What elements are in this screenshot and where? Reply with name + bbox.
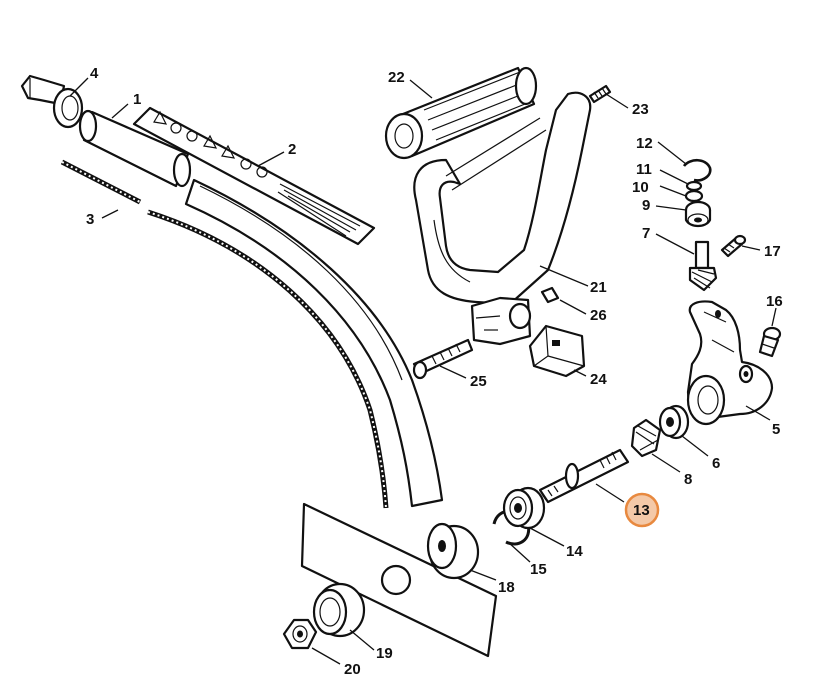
part-1-tube[interactable] <box>78 109 192 188</box>
label-7: 7 <box>642 225 650 242</box>
label-20: 20 <box>344 661 361 678</box>
part-8-bevel-gear[interactable] <box>630 418 662 458</box>
label-4: 4 <box>90 65 99 82</box>
label-1: 1 <box>133 91 141 108</box>
label-14: 14 <box>566 543 583 560</box>
part-4-end-cap[interactable] <box>20 74 84 129</box>
part-2-warning-label[interactable] <box>132 106 376 246</box>
label-24: 24 <box>590 371 607 388</box>
label-22: 22 <box>388 69 405 86</box>
part-13-spindle[interactable] <box>538 448 630 504</box>
label-13: 13 <box>633 502 650 519</box>
part-6-bearing[interactable] <box>658 404 690 440</box>
part-22-grip[interactable] <box>384 66 538 160</box>
part-25-bolt[interactable] <box>412 338 474 380</box>
label-8: 8 <box>684 471 692 488</box>
part-23-screw[interactable] <box>588 84 612 104</box>
label-2: 2 <box>288 141 296 158</box>
part-14-bearing[interactable] <box>502 486 546 530</box>
label-3: 3 <box>86 211 94 228</box>
label-19: 19 <box>376 645 393 662</box>
part-5-gear-housing[interactable] <box>686 300 774 426</box>
label-10: 10 <box>632 179 649 196</box>
part-7-pinion[interactable] <box>688 240 718 292</box>
label-11: 11 <box>636 161 652 178</box>
part-17-screw[interactable] <box>720 234 747 258</box>
label-15: 15 <box>530 561 547 578</box>
label-6: 6 <box>712 455 720 472</box>
label-23: 23 <box>632 101 649 118</box>
label-17: 17 <box>764 243 781 260</box>
part-16-plug[interactable] <box>758 326 782 358</box>
part-19-nut[interactable] <box>312 582 366 638</box>
part-labels: 4 1 2 3 22 23 12 11 10 9 7 17 21 26 16 2… <box>86 65 783 678</box>
part-21-loop-handle[interactable] <box>413 91 592 346</box>
label-26: 26 <box>590 307 607 324</box>
part-20-hex-nut[interactable] <box>282 618 318 650</box>
part-11-ring[interactable] <box>685 180 703 192</box>
part-26-nut[interactable] <box>540 286 560 304</box>
label-25: 25 <box>470 373 487 390</box>
cutting-blade[interactable] <box>300 502 498 658</box>
part-10-washer[interactable] <box>684 189 704 203</box>
part-9-bearing[interactable] <box>684 200 712 228</box>
label-16: 16 <box>766 293 783 310</box>
label-18: 18 <box>498 579 515 596</box>
label-21: 21 <box>590 279 607 296</box>
part-12-circlip[interactable] <box>682 158 712 182</box>
label-12: 12 <box>636 135 653 152</box>
leader-lines <box>69 77 777 665</box>
label-9: 9 <box>642 197 650 214</box>
label-5: 5 <box>772 421 780 438</box>
highlight-marker <box>624 492 660 528</box>
curved-drive-tube[interactable] <box>184 178 444 508</box>
part-24-clamp-insert[interactable] <box>528 324 586 378</box>
warning-symbols-icon <box>153 110 268 178</box>
part-3-flex-shaft[interactable] <box>60 159 389 509</box>
part-18-thrust-washer[interactable] <box>426 522 480 580</box>
